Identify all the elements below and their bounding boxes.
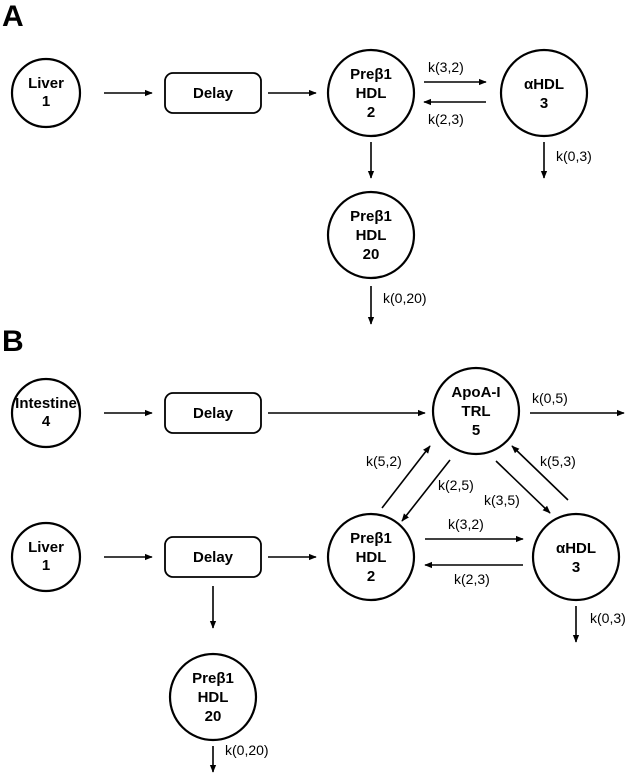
node-line: Preβ1 bbox=[350, 208, 392, 225]
rate-label: k(3,5) bbox=[484, 492, 520, 508]
panel-b-node-apoa-trl: ApoA-I TRL 5 bbox=[431, 366, 521, 456]
rate-label: k(0,5) bbox=[532, 390, 568, 406]
node-line: TRL bbox=[461, 403, 490, 420]
node-line: αHDL bbox=[556, 540, 596, 557]
arrow-prebeta-to-apoa bbox=[381, 445, 431, 509]
node-line: 3 bbox=[572, 559, 580, 576]
node-line: 1 bbox=[42, 557, 50, 574]
panel-b-node-intestine: Intestine 4 bbox=[10, 377, 82, 449]
panel-a-node-liver: Liver 1 bbox=[10, 57, 82, 129]
panel-b-node-liver: Liver 1 bbox=[10, 521, 82, 593]
rate-label: k(2,5) bbox=[438, 477, 474, 493]
rate-label: k(0,3) bbox=[590, 610, 626, 626]
node-line: 20 bbox=[363, 246, 380, 263]
node-line: Delay bbox=[193, 85, 234, 102]
arrow-apoa-to-prebeta bbox=[401, 459, 451, 522]
rate-label: k(0,3) bbox=[556, 148, 592, 164]
panel-a-node-alpha-hdl: αHDL 3 bbox=[499, 48, 589, 138]
panel-a-label: A bbox=[2, 0, 24, 33]
rate-label: k(0,20) bbox=[225, 742, 269, 758]
node-line: HDL bbox=[198, 689, 229, 706]
node-line: 5 bbox=[472, 422, 480, 439]
node-line: HDL bbox=[356, 549, 387, 566]
panel-b-node-alpha-hdl: αHDL 3 bbox=[531, 512, 621, 602]
node-line: Liver bbox=[28, 539, 64, 556]
rate-label: k(3,2) bbox=[448, 516, 484, 532]
node-line: αHDL bbox=[524, 76, 564, 93]
panel-a-node-prebeta-hdl: Preβ1 HDL 2 bbox=[326, 48, 416, 138]
arrow-apoa-to-alpha bbox=[495, 460, 551, 514]
node-line: Delay bbox=[193, 549, 234, 566]
arrow-alpha-to-apoa bbox=[511, 445, 569, 501]
node-line: 3 bbox=[540, 95, 548, 112]
rate-label: k(2,3) bbox=[428, 111, 464, 127]
panel-b-node-prebeta-hdl: Preβ1 HDL 2 bbox=[326, 512, 416, 602]
node-line: 2 bbox=[367, 104, 375, 121]
node-line: Liver bbox=[28, 75, 64, 92]
node-line: Delay bbox=[193, 405, 234, 422]
node-line: HDL bbox=[356, 227, 387, 244]
rate-label: k(3,2) bbox=[428, 59, 464, 75]
node-line: 1 bbox=[42, 93, 50, 110]
panel-b-node-delay-intestine: Delay bbox=[164, 392, 262, 434]
node-line: Preβ1 bbox=[192, 670, 234, 687]
node-line: HDL bbox=[356, 85, 387, 102]
panel-b-node-delay-liver: Delay bbox=[164, 536, 262, 578]
node-line: Preβ1 bbox=[350, 530, 392, 547]
node-line: 4 bbox=[42, 413, 51, 430]
node-line: Intestine bbox=[15, 395, 77, 412]
node-line: ApoA-I bbox=[451, 384, 500, 401]
panel-b-label: B bbox=[2, 325, 24, 358]
rate-label: k(0,20) bbox=[383, 290, 427, 306]
node-line: Preβ1 bbox=[350, 66, 392, 83]
rate-label: k(5,3) bbox=[540, 453, 576, 469]
panel-a-node-delay: Delay bbox=[164, 72, 262, 114]
rate-label: k(5,2) bbox=[366, 453, 402, 469]
node-line: 20 bbox=[205, 708, 222, 725]
panel-a-node-prebeta-hdl-20: Preβ1 HDL 20 bbox=[326, 190, 416, 280]
rate-label: k(2,3) bbox=[454, 571, 490, 587]
node-line: 2 bbox=[367, 568, 375, 585]
panel-b-node-prebeta-hdl-20: Preβ1 HDL 20 bbox=[168, 652, 258, 742]
